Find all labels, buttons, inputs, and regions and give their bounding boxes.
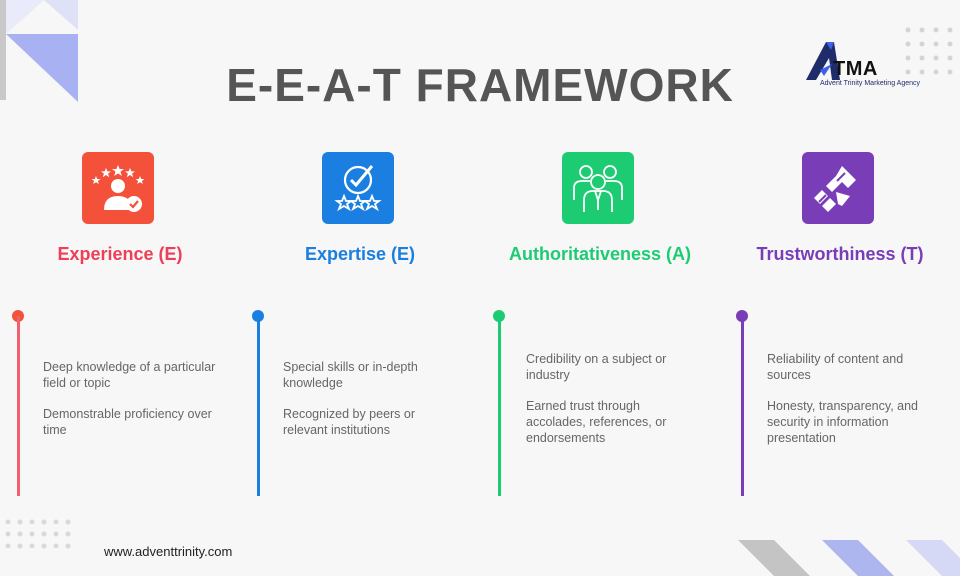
atma-logo-icon [806, 42, 840, 80]
column-points: Reliability of content and sources Hones… [767, 351, 942, 461]
point-text: Earned trust through accolades, referenc… [526, 399, 667, 445]
dot-grid-top-right [905, 27, 953, 75]
timeline-line [17, 316, 20, 496]
column-expertise: Expertise (E) Special skills or in-depth… [240, 0, 480, 576]
rating-user-icon [82, 152, 154, 224]
timeline-line [257, 316, 260, 496]
stars-check-icon [322, 152, 394, 224]
point-text: Recognized by peers or relevant institut… [283, 407, 416, 437]
point-text: Credibility on a subject or industry [526, 352, 667, 382]
dot-grid-bottom-left [5, 519, 71, 549]
timeline-line [498, 316, 501, 496]
point-text: Reliability of content and sources [767, 352, 904, 382]
column-heading: Experience (E) [57, 244, 183, 264]
column-points: Deep knowledge of a particular field or … [43, 359, 218, 453]
column-experience: Experience (E) Deep knowledge of a parti… [0, 0, 240, 576]
column-heading: Authoritativeness (A) [508, 244, 692, 264]
corner-decoration-bottom-right [738, 540, 960, 576]
point-text: Deep knowledge of a particular field or … [43, 360, 216, 390]
column-trustworthiness: Trustworthiness (T) Reliability of conte… [720, 0, 960, 576]
point-text: Demonstrable proficiency over time [43, 407, 212, 437]
page-title: E-E-A-T FRAMEWORK [226, 59, 734, 111]
column-points: Special skills or in-depth knowledge Rec… [283, 359, 458, 453]
logo-wordmark: TMA [833, 58, 878, 80]
team-icon [562, 152, 634, 224]
point-text: Honesty, transparency, and security in i… [767, 399, 919, 445]
website-url: www.adventtrinity.com [104, 544, 233, 559]
corner-decoration-top-left [0, 0, 78, 102]
column-points: Credibility on a subject or industry Ear… [526, 351, 701, 461]
column-heading: Expertise (E) [304, 244, 416, 264]
handshake-icon [802, 152, 874, 224]
column-authoritativeness: Authoritativeness (A) Credibility on a s… [480, 0, 720, 576]
timeline-line [741, 316, 744, 496]
column-heading: Trustworthiness (T) [756, 244, 924, 264]
point-text: Special skills or in-depth knowledge [283, 360, 418, 390]
logo-tagline: Advent Trinity Marketing Agency [820, 80, 920, 87]
